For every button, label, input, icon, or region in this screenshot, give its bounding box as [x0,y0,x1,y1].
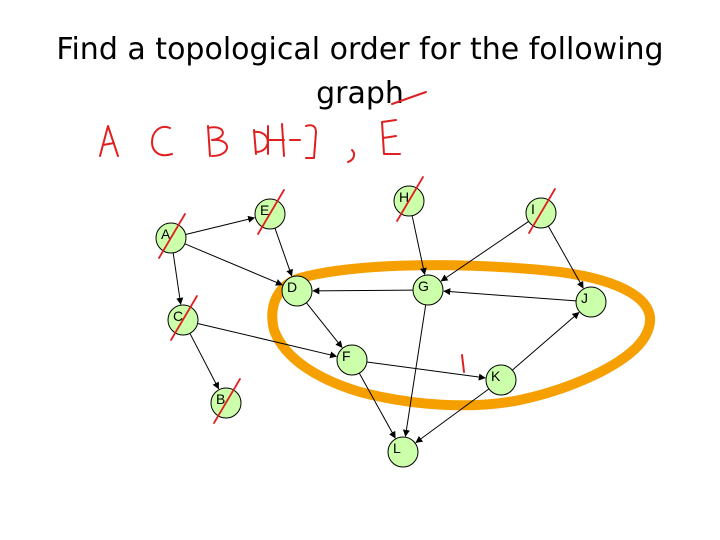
node-circle [485,364,517,396]
node-layer: A B C D E F G H I J K L [155,185,607,468]
node-label: I [531,201,535,217]
node-label: H [399,189,409,205]
title-line-1: Find a topological order for the followi… [56,32,664,67]
node-label: J [581,290,588,306]
edge-g-l [402,304,427,437]
crossout-h [396,176,424,222]
crossout-e [257,189,285,235]
handwritten-order [99,91,465,373]
node-l: L [387,436,419,468]
edge-f-l [358,372,396,439]
node-label: B [216,391,225,407]
node-g: G [412,274,444,306]
edge-c-f [197,322,338,359]
node-circle [575,286,607,318]
edge-c-b [189,333,220,390]
edge-f-k [366,361,486,381]
edge-e-d [274,227,293,277]
node-label: G [418,278,429,294]
edge-k-j [512,312,580,371]
node-f: F [336,344,368,376]
node-j: J [575,286,607,318]
node-label: A [161,226,171,242]
node-label: F [342,348,351,364]
edge-j-g [443,288,577,302]
crossout-i [528,188,556,234]
edge-a-c [172,252,184,305]
node-label: K [491,368,501,384]
crossout-layer [158,176,556,424]
node-label: D [287,279,297,295]
edge-h-g [411,215,427,276]
edge-d-f [305,302,343,349]
edge-k-l [415,388,490,443]
edge-i-g [440,221,529,282]
node-circle [387,436,419,468]
edge-a-e [185,215,256,235]
node-circle [281,275,313,307]
edge-g-d [312,287,414,295]
edge-i-j [547,225,584,289]
crossout-b [213,378,241,424]
edge-layer [172,215,584,443]
highlight-loop [267,260,655,411]
node-circle [412,274,444,306]
node-circle [336,344,368,376]
slide-title: Find a topological order for the followi… [0,28,720,116]
node-label: L [393,440,401,456]
node-k: K [485,364,517,396]
node-label: E [260,202,269,218]
crossout-a [158,213,186,259]
node-d: D [281,275,313,307]
edge-a-d [184,243,283,286]
node-label: C [173,308,183,324]
crossout-c [170,295,198,341]
title-line-2: graph [316,76,404,111]
